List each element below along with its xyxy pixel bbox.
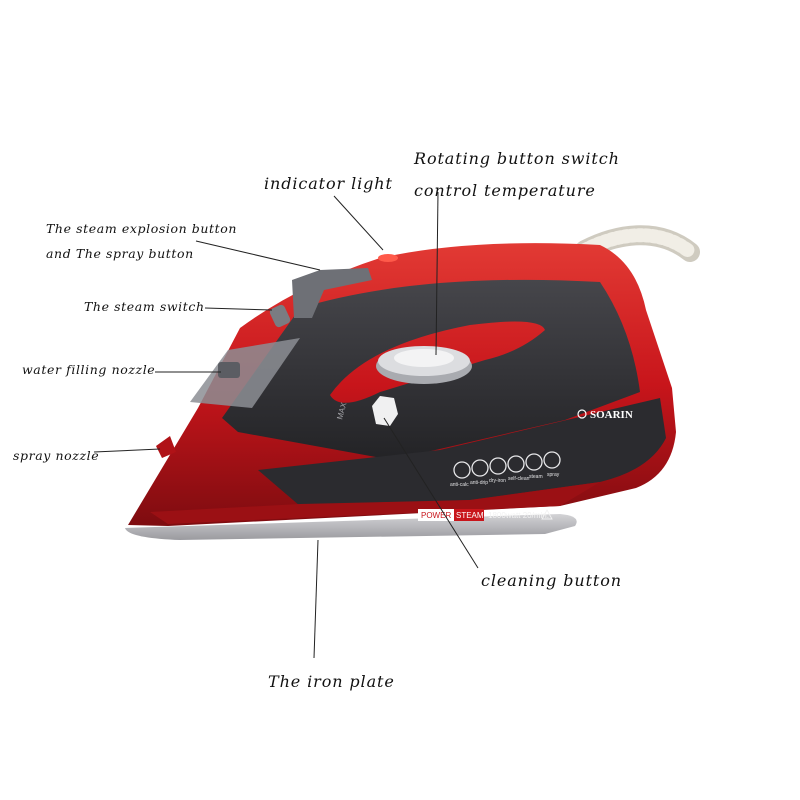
- leader-cleaning-button: [383, 417, 479, 569]
- leader-iron-plate: [313, 539, 319, 659]
- label-rotating-switch-line1: Rotating button switch: [414, 149, 620, 168]
- badge-power: POWER: [421, 511, 451, 520]
- label-water-filling-nozzle: water filling nozzle: [22, 362, 156, 377]
- leader-lines: [93, 191, 479, 659]
- function-label: anti-drip: [470, 480, 488, 486]
- label-rotating-switch-line2: control temperature: [414, 181, 596, 200]
- dark-side-panel: [222, 279, 640, 460]
- function-label: anti-calc: [450, 482, 469, 488]
- function-label: self-clean: [508, 476, 530, 482]
- steam-switch-knob: [269, 304, 291, 328]
- spray-nozzle-tip: [156, 436, 176, 458]
- warning-triangle-icon: [541, 509, 553, 520]
- leader-rotating-switch: [435, 191, 439, 356]
- label-indicator-light: indicator light: [264, 174, 393, 193]
- indicator-light-lamp: [378, 254, 398, 262]
- function-label: steam: [529, 474, 543, 480]
- cleaning-button: [372, 396, 398, 426]
- brand-mark-icon: [577, 409, 587, 419]
- leader-spray-nozzle: [93, 448, 161, 453]
- leader-indicator-light: [333, 195, 384, 251]
- leader-steam-switch: [204, 307, 273, 311]
- lower-dark-band: [258, 398, 666, 506]
- function-label: dry-iron: [489, 478, 506, 484]
- label-steam-explosion-line2: and The spray button: [46, 246, 194, 261]
- body-bottom-stripe: [150, 482, 600, 524]
- function-labels: anti-calc anti-drip dry-iron self-clean …: [450, 472, 560, 488]
- label-steam-explosion-line1: The steam explosion button: [46, 221, 238, 236]
- water-filling-nozzle-cap: [218, 362, 240, 378]
- power-rating: 1800watt 20/min.: [488, 511, 549, 520]
- label-spray-nozzle: spray nozzle: [13, 448, 100, 463]
- water-tank-window: [190, 338, 300, 408]
- function-label: spray: [547, 472, 560, 478]
- badge-steam: STEAM: [456, 511, 484, 520]
- power-steam-badge: POWER STEAM: [418, 509, 484, 521]
- leader-steam-explosion: [195, 240, 321, 271]
- temperature-dial: [376, 346, 472, 384]
- label-steam-switch: The steam switch: [84, 299, 205, 314]
- brand-logo: SOARIN: [590, 409, 633, 421]
- label-cleaning-button: cleaning button: [481, 571, 622, 590]
- label-iron-plate: The iron plate: [268, 672, 395, 691]
- steam-burst-buttons: [292, 268, 372, 318]
- function-icons: [453, 451, 561, 479]
